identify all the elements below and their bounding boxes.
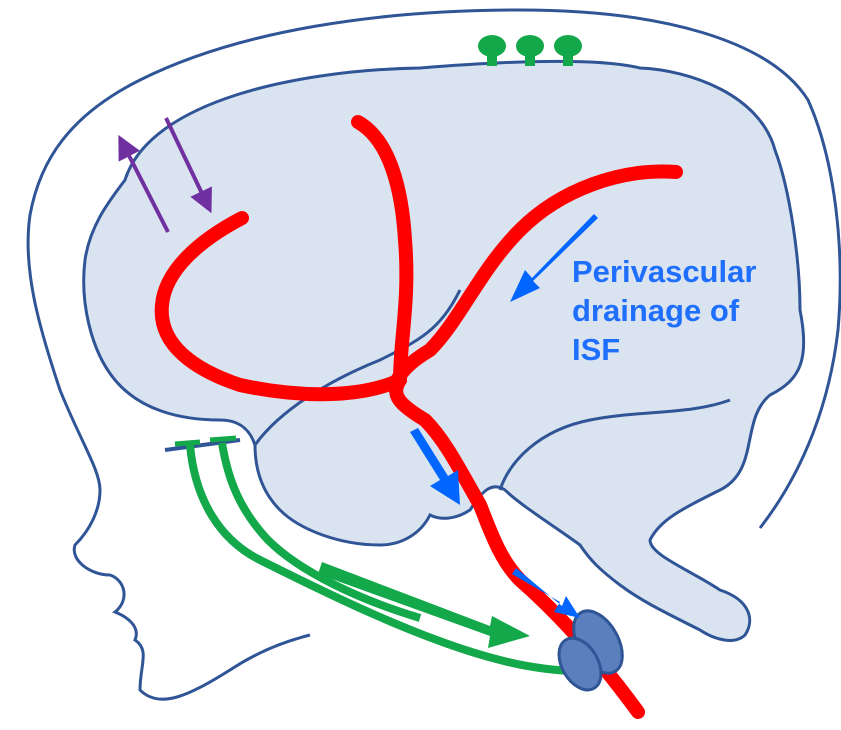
label-line-3: ISF <box>572 330 756 369</box>
label-line-1: Perivascular <box>572 252 756 291</box>
arachnoid-granulations <box>478 35 582 66</box>
perivascular-drainage-label: Perivascular drainage of ISF <box>572 252 756 369</box>
label-line-2: drainage of <box>572 291 756 330</box>
